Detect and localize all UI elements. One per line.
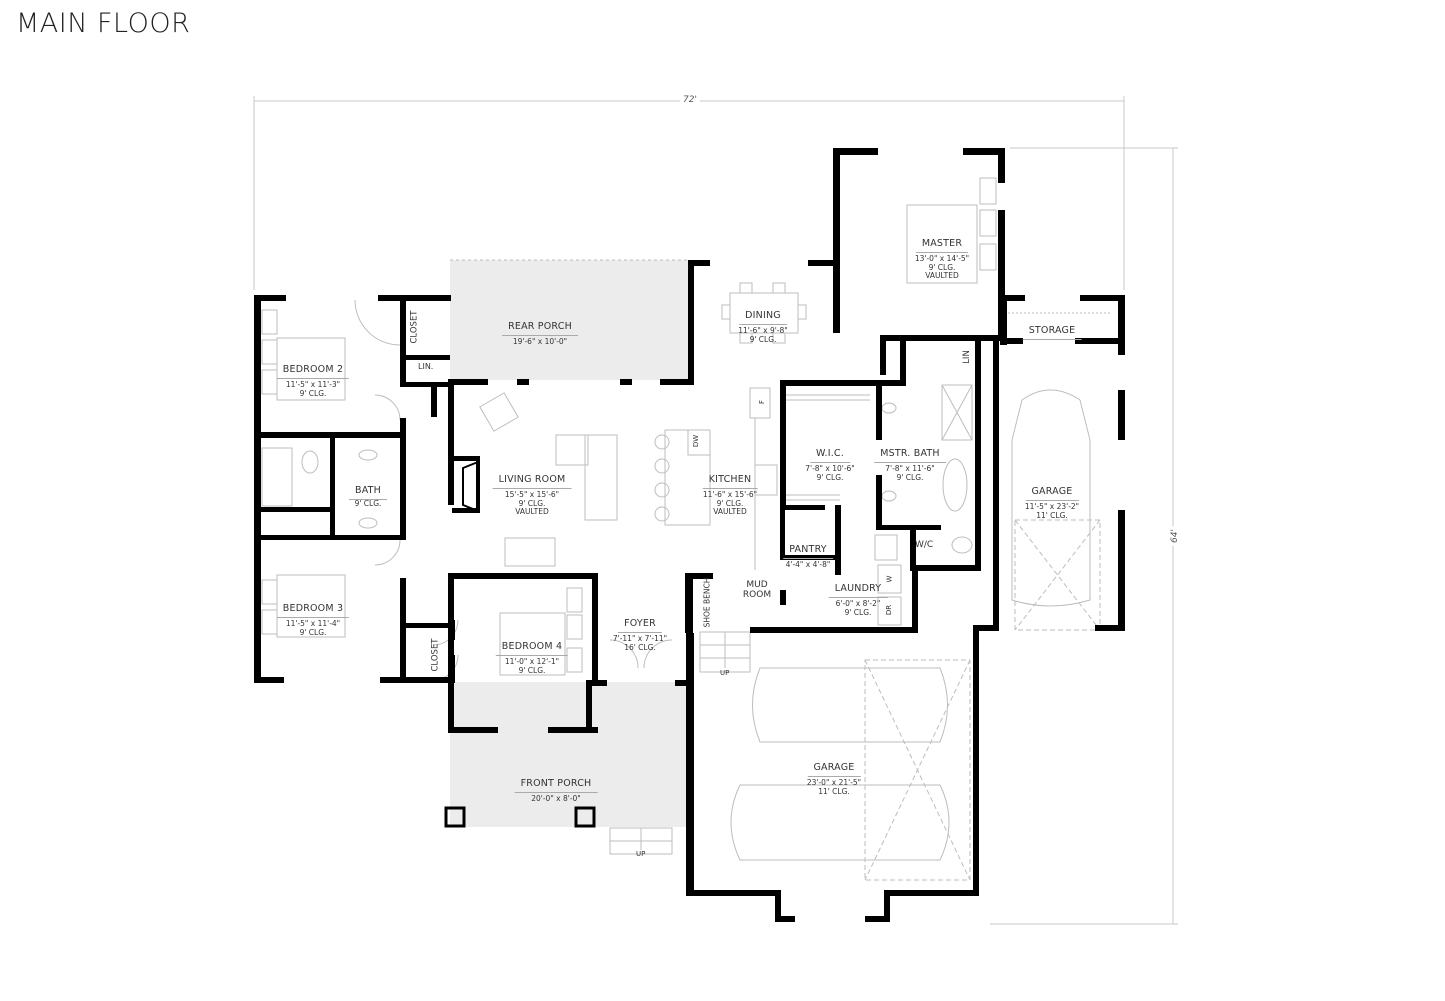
shoe-bench-label: SHOE BENCH <box>702 577 712 628</box>
room-pantry: PANTRY 4'-4" x 4'-8" <box>783 538 833 570</box>
room-laundry: LAUNDRY 6'-0" x 8'-2" 9' CLG. <box>828 577 888 617</box>
room-ceiling: 9' CLG. <box>896 472 924 482</box>
room-bedroom-4: BEDROOM 4 11'-0" x 12'-1" 9' CLG. <box>495 635 569 675</box>
room-ceiling: 9' CLG. <box>749 334 777 344</box>
front-porch-fill <box>450 682 690 827</box>
room-dims: 19'-6" x 10'-0" <box>512 336 568 346</box>
room-bedroom-2: BEDROOM 2 11'-5" x 11'-3" 9' CLG. <box>276 358 350 398</box>
room-name: BEDROOM 4 <box>495 641 569 656</box>
room-name: W.I.C. <box>809 448 850 463</box>
room-ceiling: 16' CLG. <box>624 642 656 652</box>
room-dims: 7'-11" x 7'-11" <box>612 633 668 643</box>
room-master: MASTER 13'-0" x 14'-5" 9' CLG. VAULTED <box>915 232 969 281</box>
room-dims: 15'-5" x 15'-6" <box>504 489 560 499</box>
room-dims: 11'-5" x 23'-2" <box>1024 501 1080 511</box>
room-wic: W.I.C. 7'-8" x 10'-6" 9' CLG. <box>805 442 855 482</box>
room-dims: 7'-8" x 10'-6" <box>805 463 855 473</box>
room-name: DINING <box>739 310 787 325</box>
room-dining: DINING 11'-6" x 9'-8" 9' CLG. <box>738 304 788 344</box>
room-extra: VAULTED <box>713 507 747 517</box>
room-mud-room: MUD ROOM <box>743 580 771 601</box>
room-name: KITCHEN <box>702 474 758 489</box>
room-wc: W/C <box>915 540 934 550</box>
walls <box>254 148 1125 922</box>
rear-porch-fill <box>450 260 690 380</box>
room-name: GARAGE <box>807 762 861 777</box>
room-name: FOYER <box>618 618 662 633</box>
room-name: MASTER <box>915 238 969 253</box>
room-name: LAUNDRY <box>828 583 888 598</box>
room-name: MUD <box>746 580 768 590</box>
linen-label-bedroom: LIN. <box>418 362 434 371</box>
room-ceiling: 9' CLG. <box>928 262 956 272</box>
stairs-up-label-porch: UP <box>636 850 646 858</box>
room-name: BATH <box>348 485 388 500</box>
room-extra: VAULTED <box>925 271 959 281</box>
plan-title: MAIN FLOOR <box>16 8 191 39</box>
room-name: LIVING ROOM <box>492 474 572 489</box>
room-dims: 7'-8" x 11'-6" <box>885 463 935 473</box>
room-name: FRONT PORCH <box>514 778 598 793</box>
room-foyer: FOYER 7'-11" x 7'-11" 16' CLG. <box>613 612 667 652</box>
room-name: STORAGE <box>1022 325 1082 340</box>
overall-depth-dimension: 64' <box>1169 526 1180 546</box>
room-ceiling: 11' CLG. <box>818 786 850 796</box>
closet-label-lower: CLOSET <box>430 638 441 672</box>
room-dims: 11'-5" x 11'-4" <box>285 618 341 628</box>
room-ceiling: 9' CLG. <box>518 665 546 675</box>
dishwasher-label: DW <box>692 434 701 448</box>
stairs-up-label-mud: UP <box>720 669 730 677</box>
room-name: MSTR. BATH <box>874 448 946 463</box>
fridge-label: F <box>758 399 767 405</box>
room-living-room: LIVING ROOM 15'-5" x 15'-6" 9' CLG. VAUL… <box>492 468 572 517</box>
room-front-porch: FRONT PORCH 20'-0" x 8'-0" <box>514 772 598 804</box>
room-dims: 11'-5" x 11'-3" <box>285 379 341 389</box>
room-dims: 6'-0" x 8'-2" <box>835 598 881 608</box>
linen-label-master: LIN <box>961 350 972 364</box>
room-garage-single: GARAGE 11'-5" x 23'-2" 11' CLG. <box>1025 480 1079 520</box>
room-dims: 20'-0" x 8'-0" <box>531 793 581 803</box>
room-name: REAR PORCH <box>502 321 578 336</box>
room-bath: BATH 9' CLG. <box>348 479 388 509</box>
room-ceiling: 9' CLG. <box>844 607 872 617</box>
room-dims: 11'-6" x 9'-8" <box>738 325 788 335</box>
room-garage-double: GARAGE 23'-0" x 21'-5" 11' CLG. <box>807 756 861 796</box>
room-extra: VAULTED <box>515 507 549 517</box>
room-dims: 4'-4" x 4'-8" <box>785 559 831 569</box>
room-master-bath: MSTR. BATH 7'-8" x 11'-6" 9' CLG. <box>874 442 946 482</box>
room-bedroom-3: BEDROOM 3 11'-5" x 11'-4" 9' CLG. <box>276 597 350 637</box>
room-ceiling: 9' CLG. <box>518 498 546 508</box>
room-ceiling: 9' CLG. <box>299 388 327 398</box>
room-name: BEDROOM 2 <box>276 364 350 379</box>
room-ceiling: 9' CLG. <box>716 498 744 508</box>
room-dims: 11'-0" x 12'-1" <box>504 656 560 666</box>
room-name: PANTRY <box>783 544 833 559</box>
room-name: GARAGE <box>1025 486 1079 501</box>
room-name-line2: ROOM <box>742 590 772 601</box>
room-kitchen: KITCHEN 11'-6" x 15'-6" 9' CLG. VAULTED <box>702 468 758 517</box>
room-dims: 23'-0" x 21'-5" <box>806 777 862 787</box>
room-ceiling: 9' CLG. <box>299 627 327 637</box>
overall-width-dimension: 72' <box>680 95 700 105</box>
room-dims: 11'-6" x 15'-6" <box>702 489 758 499</box>
room-dims: 13'-0" x 14'-5" <box>914 253 970 263</box>
washer-label: W <box>885 575 894 583</box>
room-ceiling: 11' CLG. <box>1036 510 1068 520</box>
room-storage: STORAGE <box>1022 319 1082 340</box>
closet-label-upper: CLOSET <box>409 310 420 344</box>
room-rear-porch: REAR PORCH 19'-6" x 10'-0" <box>502 315 578 347</box>
room-ceiling: 9' CLG. <box>816 472 844 482</box>
dryer-label: DR <box>885 604 894 616</box>
room-ceiling: 9' CLG. <box>354 498 382 508</box>
room-name: BEDROOM 3 <box>276 603 350 618</box>
